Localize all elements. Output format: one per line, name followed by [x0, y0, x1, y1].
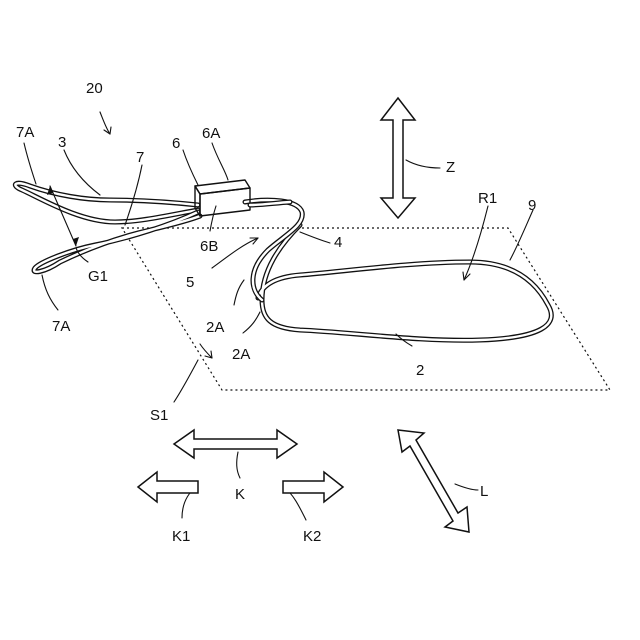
- label-7a-bottom: 7A: [52, 318, 70, 335]
- arrow-s1: [200, 344, 212, 358]
- k-double-arrow: [174, 430, 297, 458]
- lead-wire-4: [245, 200, 302, 300]
- label-k: K: [235, 486, 245, 503]
- loop-wire-2: [258, 225, 551, 340]
- z-double-arrow: [381, 98, 415, 218]
- label-r1: R1: [478, 190, 497, 207]
- k1-arrow: [138, 472, 198, 502]
- label-5: 5: [186, 274, 194, 291]
- l-double-arrow: [398, 430, 469, 532]
- label-4: 4: [334, 234, 342, 251]
- label-k1: K1: [172, 528, 190, 545]
- label-l: L: [480, 483, 488, 500]
- label-g1: G1: [88, 268, 108, 285]
- label-k2: K2: [303, 528, 321, 545]
- k2-arrow: [283, 472, 343, 502]
- label-20: 20: [86, 80, 103, 97]
- label-9: 9: [528, 197, 536, 214]
- arrow-20: [100, 112, 111, 134]
- wire-box-right: [250, 202, 290, 205]
- label-2a-upper: 2A: [206, 319, 224, 336]
- label-6: 6: [172, 135, 180, 152]
- label-7: 7: [136, 149, 144, 166]
- label-z: Z: [446, 159, 455, 176]
- label-6a: 6A: [202, 125, 220, 142]
- label-7a-top: 7A: [16, 124, 34, 141]
- label-2: 2: [416, 362, 424, 379]
- device-6: [195, 180, 250, 216]
- arrow-5: [212, 238, 258, 268]
- arrow-r1: [463, 206, 488, 280]
- label-6b: 6B: [200, 238, 218, 255]
- label-2a-lower: 2A: [232, 346, 250, 363]
- label-3: 3: [58, 134, 66, 151]
- label-s1: S1: [150, 407, 168, 424]
